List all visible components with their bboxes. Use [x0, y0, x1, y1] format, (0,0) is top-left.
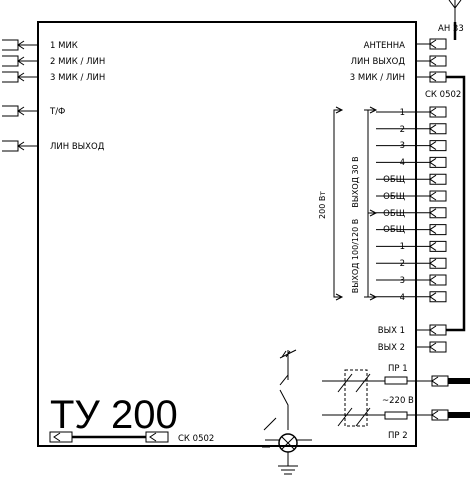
terminal-label: 2	[400, 259, 405, 269]
terminal-connector	[376, 240, 447, 252]
terminal-label: 3	[400, 141, 405, 151]
mains-plug-connectors	[416, 375, 470, 421]
antenna-label: АН 33	[438, 24, 464, 34]
fuse-pr1	[384, 376, 408, 385]
output-connector-vyh1	[416, 324, 447, 336]
terminal-connector	[376, 106, 447, 118]
left-input-label: 1 МИК	[50, 41, 78, 51]
left-connector-3	[2, 71, 38, 83]
terminal-label: ОБЩ	[383, 225, 405, 235]
fuse-circuit	[322, 369, 416, 427]
left-connectors	[2, 39, 38, 152]
left-connector-1	[2, 39, 38, 51]
cable-label: СК 0502	[425, 90, 461, 100]
right-input-label: АНТЕННА	[364, 41, 406, 51]
output-group-label: ВЫХОД 100/120 В	[351, 219, 360, 293]
ground-switch	[262, 349, 312, 475]
terminal-label: 4	[400, 293, 405, 303]
terminal-connector	[376, 123, 447, 135]
antenna-icon	[448, 0, 462, 22]
mains-switch-box	[344, 369, 368, 427]
left-connector-2	[2, 55, 38, 67]
terminal-connector	[376, 190, 447, 202]
output-terminal-block	[376, 106, 447, 303]
device-box	[37, 21, 417, 447]
terminal-label: 1	[400, 108, 405, 118]
device-title: ТУ 200	[50, 393, 178, 437]
terminal-label: ОБЩ	[383, 175, 405, 185]
left-input-label: ЛИН ВЫХОД	[50, 142, 105, 152]
output-connector-vyh2	[416, 341, 447, 353]
left-input-label: Т/Ф	[49, 107, 65, 117]
left-connector-5	[2, 140, 38, 152]
bottom-cable	[49, 431, 169, 443]
fuse-label: ПР 2	[388, 431, 408, 441]
mains-label: ~220 В	[382, 396, 414, 406]
terminal-connector	[376, 156, 447, 168]
terminal-label: ОБЩ	[383, 192, 405, 202]
right-output-connectors	[416, 324, 447, 353]
terminal-label: 1	[400, 242, 405, 252]
output-label: ВЫХ 1	[378, 326, 405, 336]
right-connector-line-out	[416, 55, 447, 67]
terminal-connector	[376, 291, 447, 303]
fuse-label: ПР 1	[388, 364, 408, 374]
output-group-brackets	[333, 106, 378, 301]
output-label: ВЫХ 2	[378, 343, 405, 353]
terminal-connector	[376, 207, 447, 219]
right-connector-mic3	[416, 71, 447, 83]
terminal-connector	[376, 274, 447, 286]
terminal-connector	[376, 173, 447, 185]
left-input-label: 2 МИК / ЛИН	[50, 57, 105, 67]
terminal-label: 2	[400, 125, 405, 135]
terminal-label: 3	[400, 276, 405, 286]
fuse-pr2	[384, 411, 408, 420]
left-input-label: 3 МИК / ЛИН	[50, 73, 105, 83]
terminal-connector	[376, 257, 447, 269]
terminal-connector	[376, 224, 447, 236]
right-connector-antenna	[416, 38, 447, 50]
right-top-connectors	[416, 38, 447, 83]
cable-link	[446, 75, 466, 332]
terminal-connector	[376, 140, 447, 152]
bottom-cable-label: СК 0502	[178, 434, 214, 444]
terminal-label: ОБЩ	[383, 209, 405, 219]
right-input-label: ЛИН ВЫХОД	[351, 57, 406, 67]
right-input-label: 3 МИК / ЛИН	[350, 73, 405, 83]
left-connector-4	[2, 105, 38, 117]
output-group-label: ВЫХОД 30 В	[351, 156, 360, 207]
power-label: 200 Вт	[318, 191, 327, 219]
terminal-label: 4	[400, 158, 405, 168]
